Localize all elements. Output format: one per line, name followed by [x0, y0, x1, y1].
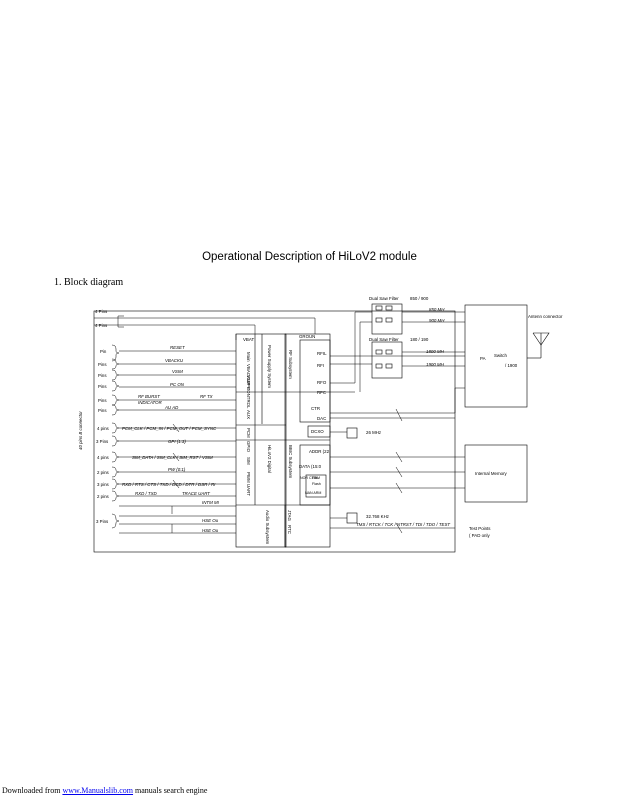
pin-count-label: 3 pins: [97, 482, 110, 487]
pa-label: PA: [480, 356, 486, 361]
saw-filter-label: Dual Saw Filter: [369, 296, 399, 301]
sub-label: VBACKUP: [246, 364, 251, 385]
sub-label: VSUPP: [246, 375, 251, 390]
pin-count-label: 4 pins: [97, 455, 110, 460]
section-heading: 1. Block diagram: [54, 277, 124, 288]
signal-pcm: PCM_CLK / PCM_IN / PCM_OUT / PCM_SYNC: [122, 426, 217, 431]
switch-label: Switch: [494, 353, 507, 358]
main-core-block: [235, 333, 287, 548]
jtag-label: JTAG: [287, 510, 292, 521]
test-points-label: Test Points: [469, 526, 491, 531]
rfc-label: RFC: [317, 390, 326, 395]
sub-label: Main: [246, 352, 251, 362]
addr-bus-label: ADDR (22: [309, 449, 330, 454]
signal-uart-trace: RXD / TXD: [135, 491, 158, 496]
ground-label: GROUN: [299, 334, 315, 339]
signal-intmic: INTM MI: [202, 500, 220, 505]
page-title: Operational Description of HiLoV2 module: [202, 251, 417, 263]
signal-pc-on: PC ON: [170, 382, 185, 387]
pin-count-label: Pins: [98, 408, 107, 413]
pin-group-label: 4 Pins: [95, 309, 108, 314]
rtc-label: RTC: [287, 525, 292, 534]
signal-uart: RXD / RTS / CTS / TXD / DCD / DTR / DSR …: [122, 482, 216, 487]
band-label: 180 / 190: [410, 337, 429, 342]
signal-vsim: VSIM: [172, 369, 183, 374]
nor-ctrl-label: NOR CTRL: [300, 476, 318, 480]
pin-count-label: 3 Pins: [96, 519, 109, 524]
module-outline: [93, 310, 456, 553]
power-supply-label: Power Supply System: [267, 345, 272, 388]
pin-count-label: Pins: [98, 384, 107, 389]
sub-label: GPIO: [246, 441, 251, 453]
signal-aux-adc: AU AD: [164, 405, 179, 410]
signal-reset: RESET: [170, 345, 185, 350]
dcxo-block: [307, 425, 331, 438]
antenna-label: Antenn connector: [528, 314, 563, 319]
sub-label: PCM: [246, 428, 251, 438]
dcxo-label: DCXO: [311, 429, 324, 434]
pin-count-label: 3 Pins: [96, 439, 109, 444]
freq-label: 1800 MH: [426, 349, 445, 354]
pin-group-label: 4 Pins: [95, 323, 108, 328]
pin-count-label: 4 pins: [97, 426, 110, 431]
sub-label: CONTROL: [246, 387, 251, 409]
signal-indicator: INDICATOR: [138, 400, 163, 405]
bbic-label: BBIC Subsystem: [288, 445, 293, 479]
flash-label: Flash: [312, 482, 321, 486]
vbat-label: VBAT: [243, 337, 254, 342]
ram-label: RAM: [312, 476, 320, 480]
rfo-label: RFO: [317, 380, 327, 385]
signal-trace-uart: TRACE UART: [182, 491, 210, 496]
subsystem-column: [284, 333, 331, 548]
pin-count-label: Pins: [98, 398, 107, 403]
pin-count-label: 2 pins: [97, 470, 110, 475]
connector-label: 40 pins B connector: [78, 411, 83, 450]
freq-label: 900 MH: [429, 318, 445, 323]
tx-band-label: / 1900: [505, 363, 518, 368]
sub-label: AUX: [246, 410, 251, 419]
rf-subsystem-label: RF Subsystem: [288, 350, 293, 379]
signal-vbackup: VBACKU: [165, 358, 184, 363]
pin-count-label: Pins: [98, 373, 107, 378]
pin-count-label: Pins: [98, 362, 107, 367]
sub-label: SIM: [246, 457, 251, 465]
rtc-crystal-frequency: 32.768 KHz: [366, 514, 389, 519]
rfi-label: RFI: [317, 363, 324, 368]
freq-label: 1900 MH: [426, 362, 445, 367]
signal-hse1: HSE Ou: [202, 518, 219, 523]
pin-count-label: 2 pins: [97, 494, 110, 499]
pin-count-label: Pin: [100, 349, 107, 354]
internal-memory-label: Internal Memory: [475, 471, 508, 476]
nand-label: NAN ARM: [305, 491, 321, 495]
digital-core-label: HiLoV2 Digital: [267, 445, 272, 473]
audio-subsystem-label: Audio Subsystem: [265, 510, 270, 545]
footer-suffix: manuals search engine: [133, 786, 208, 795]
rfil-label: RFIL: [317, 351, 327, 356]
band-label: 850 / 900: [410, 296, 429, 301]
signal-rf-tx: RF TX: [200, 394, 214, 399]
signal-gpio: GPI (1:3): [168, 439, 186, 444]
data-bus-label: DATA (15:0: [299, 464, 322, 469]
manualslib-link[interactable]: www.Manualslib.com: [62, 786, 134, 795]
signal-sim: SIM_DATA / SIM_CLK / SIM_RST / VSIM: [132, 455, 213, 460]
ctrl-label: CTR: [311, 406, 320, 411]
signal-rf-burst: RF BURST: [138, 394, 160, 399]
dcxo-frequency: 26 MHz: [366, 430, 381, 435]
freq-label: 850 MH: [429, 307, 445, 312]
internal-memory-block: [464, 444, 528, 503]
page-footer: Downloaded from www.Manualslib.com manua…: [2, 786, 207, 795]
sub-label: PWM: [246, 472, 251, 483]
pad-only-label: ( PAD only: [469, 533, 490, 538]
dac-label: DAC: [317, 416, 326, 421]
signal-hse2: HSE Ou: [202, 528, 219, 533]
saw-filter-label: Dual Saw Filter: [369, 337, 399, 342]
sub-label: UART: [246, 484, 251, 496]
jtag-signals-label: TMS / RTCK / TCK / NTRST / TDI / TDO / T…: [356, 522, 450, 527]
footer-prefix: Downloaded from: [2, 786, 63, 795]
signal-pwm: PW (0:1): [168, 467, 186, 472]
